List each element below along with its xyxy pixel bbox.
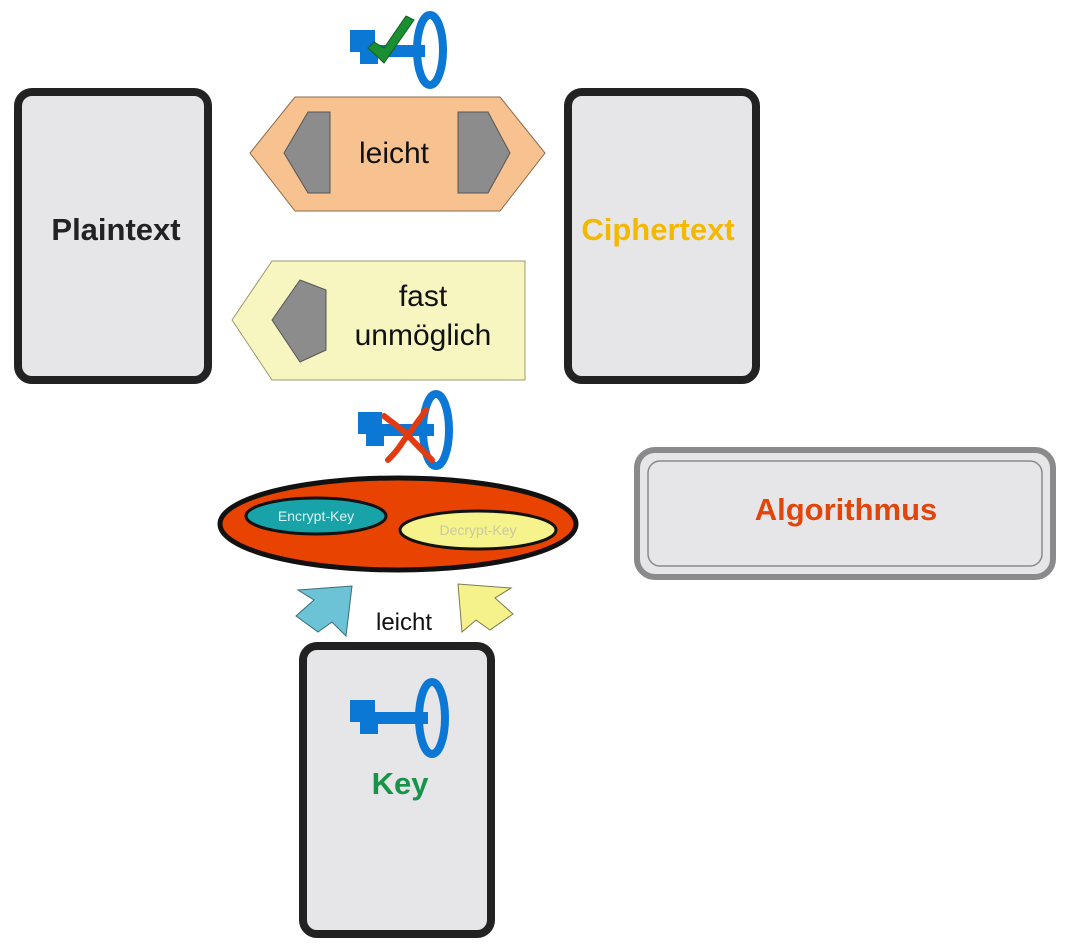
encrypt-arrow: leicht <box>249 96 546 212</box>
plaintext-box: Plaintext <box>14 88 212 384</box>
key-cross-icon <box>358 390 453 470</box>
checkmark-icon <box>367 15 415 64</box>
key-label: Key <box>372 766 430 801</box>
encrypt-arrow-label: leicht <box>359 137 430 170</box>
cross-icon <box>381 407 435 463</box>
decrypt-arrow-label-line2: unmöglich <box>355 319 492 352</box>
decrypt-key-label: Decrypt-Key <box>439 522 516 538</box>
key-box: Key <box>299 642 495 938</box>
left-arrow-icon <box>271 279 327 363</box>
right-arrow-icon <box>457 111 511 194</box>
up-arrow-icon <box>457 583 514 634</box>
ciphertext-label: Ciphertext <box>581 212 734 247</box>
key-icon <box>350 678 449 758</box>
decrypt-arrow: fast unmöglich <box>231 260 526 381</box>
decrypt-key-oval <box>398 509 558 551</box>
up-arrow-icon <box>295 585 353 638</box>
keygen-label: leicht <box>376 609 432 636</box>
algorithmus-box: Algorithmus <box>634 447 1056 580</box>
keypair-oval: Encrypt-Key Decrypt-Key <box>217 475 579 573</box>
decrypt-arrow-label-line1: fast <box>399 280 448 313</box>
ciphertext-box: Ciphertext <box>564 88 760 384</box>
algorithmus-label: Algorithmus <box>755 492 938 527</box>
encrypt-key-oval <box>244 496 388 536</box>
encrypt-key-label: Encrypt-Key <box>278 508 354 524</box>
left-arrow-icon <box>283 111 331 194</box>
plaintext-label: Plaintext <box>51 212 180 247</box>
keygen-arrows: leicht <box>295 583 514 638</box>
key-check-icon <box>350 11 447 89</box>
